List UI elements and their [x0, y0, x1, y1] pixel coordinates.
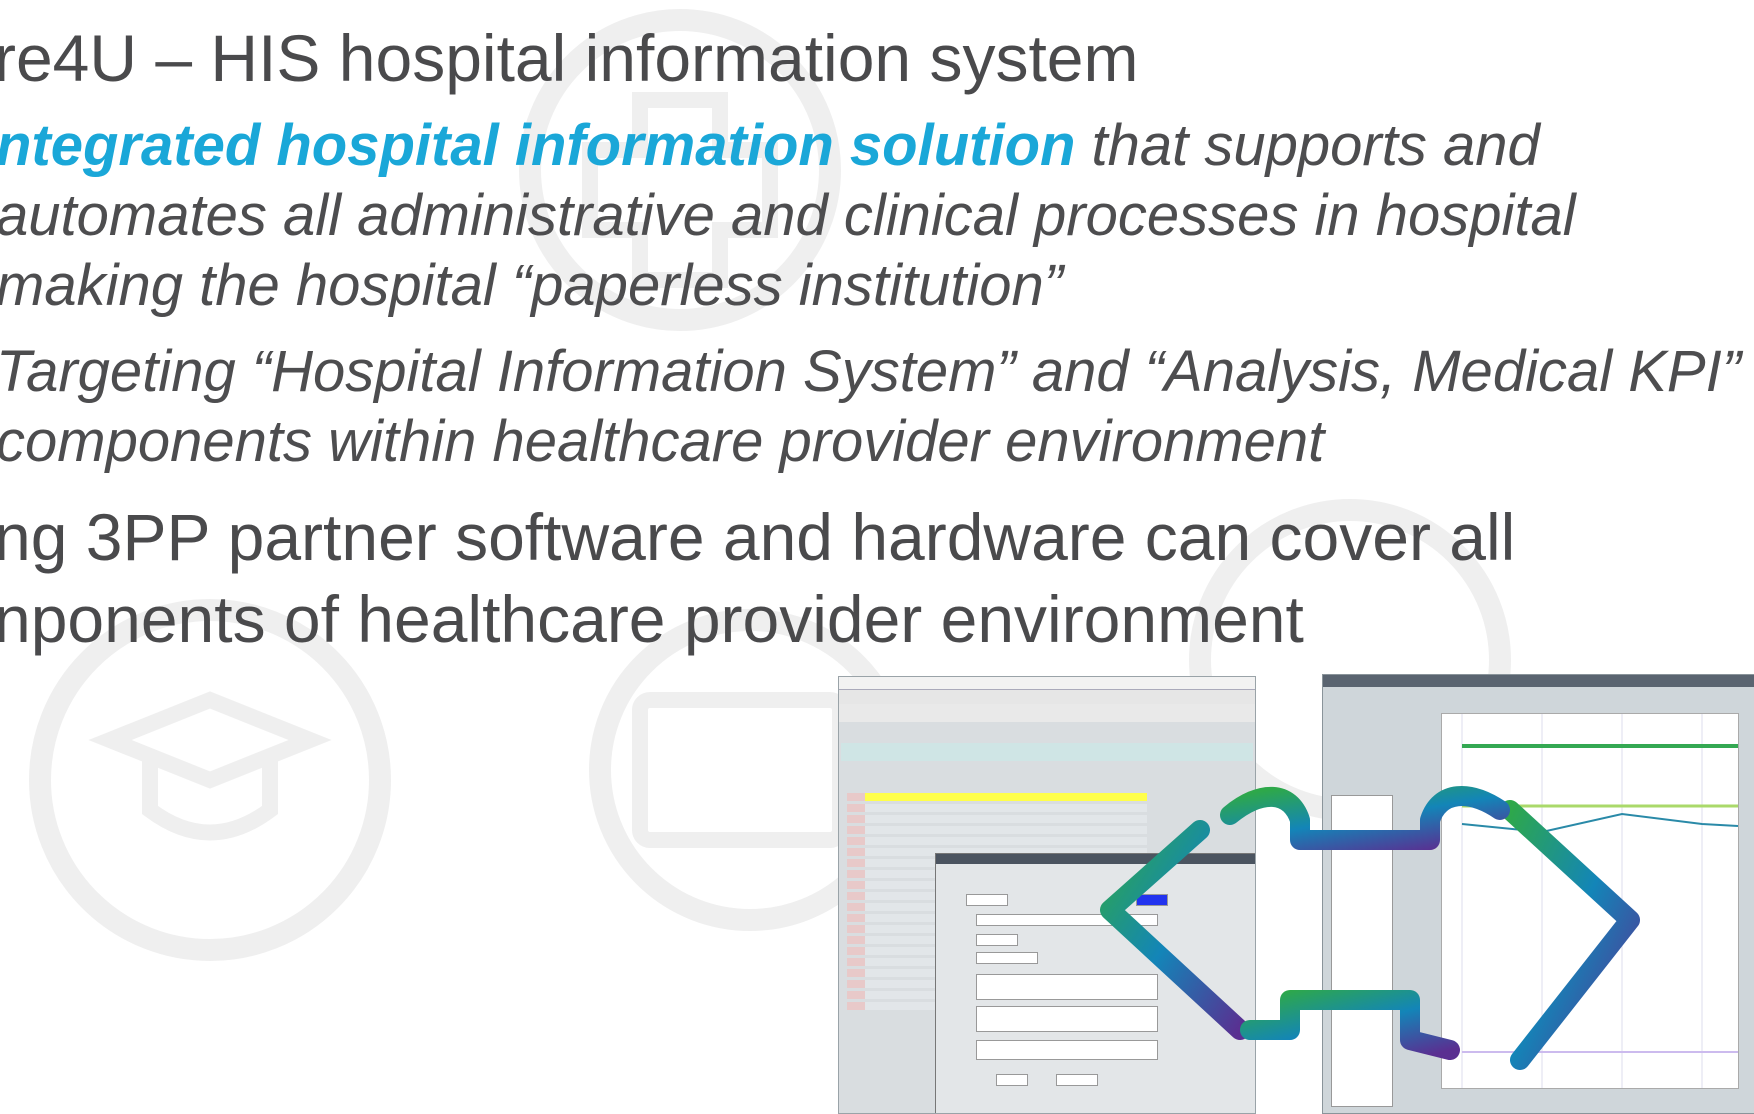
bullet-2-line-2: components within healthcare provider en… — [0, 409, 1325, 474]
window-menubar — [839, 690, 1255, 704]
bullet-2-line-1: Targeting “Hospital Information System” … — [0, 339, 1742, 404]
window-toolbar — [839, 704, 1255, 722]
bidirectional-arrows-graphic — [1100, 786, 1640, 1070]
bullet-1-highlight: ntegrated hospital information solution — [0, 113, 1076, 178]
window-tabs — [841, 743, 1253, 761]
his-application-screenshot — [838, 676, 1256, 1114]
window-titlebar — [1323, 675, 1754, 687]
medical-cross-icon — [519, 9, 841, 331]
bullet-3-line-1: ng 3PP partner software and hardware can… — [0, 500, 1516, 574]
arrow-left-icon — [1100, 820, 1250, 1040]
graduation-cap-icon — [29, 599, 391, 961]
lab-results-plot — [1441, 713, 1739, 1089]
bullet-3-line-2: nponents of healthcare provider environm… — [0, 582, 1304, 656]
bullet-1-line-1-rest: that supports and — [1075, 113, 1540, 178]
bullet-1-line-3: making the hospital “paperless instituti… — [0, 253, 1064, 318]
bullet-1-line-2: automates all administrative and clinica… — [0, 183, 1576, 248]
arrow-bottom-connector — [1240, 990, 1460, 1060]
window-titlebar — [839, 677, 1255, 690]
page-title: re4U – HIS hospital information system — [0, 21, 1139, 95]
arrow-top-connector — [1220, 786, 1510, 850]
result-series-line — [1461, 812, 1739, 834]
arrow-right-icon — [1500, 800, 1640, 1070]
bullet-1-line-1: ntegrated hospital information solution … — [0, 112, 1540, 180]
